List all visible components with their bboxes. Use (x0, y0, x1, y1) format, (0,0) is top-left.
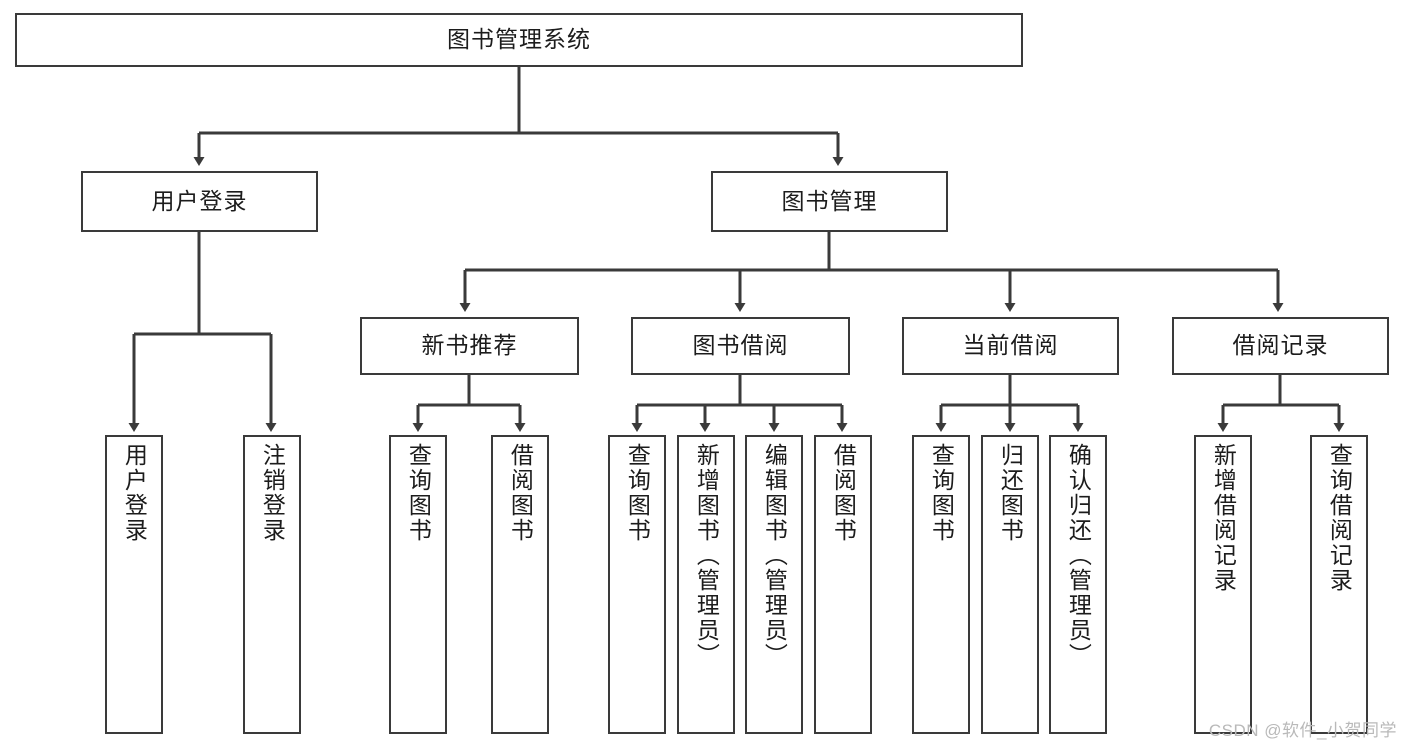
node-label: 当前借阅 (962, 332, 1059, 359)
leaf-logout[interactable]: 注销登录 (243, 435, 301, 734)
node-book-management[interactable]: 图书管理 (711, 171, 948, 232)
node-label: 图书管理系统 (447, 26, 591, 53)
node-borrow-record[interactable]: 借阅记录 (1172, 317, 1389, 375)
node-root-system[interactable]: 图书管理系统 (15, 13, 1023, 67)
leaf-label: 归还图书 (997, 443, 1024, 543)
node-label: 新书推荐 (421, 332, 518, 359)
leaf-label: 借阅图书 (830, 443, 857, 543)
node-book-borrow[interactable]: 图书借阅 (631, 317, 850, 375)
leaf-label: 确认归还（管理员） (1065, 443, 1092, 668)
leaf-query-borrow-record[interactable]: 查询借阅记录 (1310, 435, 1368, 734)
node-current-borrow[interactable]: 当前借阅 (902, 317, 1119, 375)
leaf-label: 编辑图书（管理员） (761, 443, 788, 668)
leaf-label: 新增借阅记录 (1210, 443, 1237, 593)
node-user-login[interactable]: 用户登录 (81, 171, 318, 232)
leaf-query-book-borrow[interactable]: 查询图书 (608, 435, 666, 734)
leaf-label: 借阅图书 (507, 443, 534, 543)
leaf-label: 用户登录 (121, 443, 148, 543)
leaf-add-book-admin[interactable]: 新增图书（管理员） (677, 435, 735, 734)
watermark: CSDN @软件_小贺同学 (1208, 721, 1397, 740)
node-label: 图书借阅 (692, 332, 789, 359)
leaf-edit-book-admin[interactable]: 编辑图书（管理员） (745, 435, 803, 734)
leaf-borrow-book-recommend[interactable]: 借阅图书 (491, 435, 549, 734)
leaf-label: 查询借阅记录 (1326, 443, 1353, 593)
leaf-confirm-return-admin[interactable]: 确认归还（管理员） (1049, 435, 1107, 734)
leaf-label: 查询图书 (405, 443, 432, 543)
leaf-label: 查询图书 (928, 443, 955, 543)
leaf-query-book-recommend[interactable]: 查询图书 (389, 435, 447, 734)
node-new-book-recommend[interactable]: 新书推荐 (360, 317, 579, 375)
leaf-label: 查询图书 (624, 443, 651, 543)
leaf-return-book[interactable]: 归还图书 (981, 435, 1039, 734)
leaf-label: 注销登录 (259, 443, 286, 543)
leaf-query-book-current[interactable]: 查询图书 (912, 435, 970, 734)
node-label: 借阅记录 (1232, 332, 1329, 359)
leaf-label: 新增图书（管理员） (693, 443, 720, 668)
leaf-borrow-book[interactable]: 借阅图书 (814, 435, 872, 734)
leaf-user-login[interactable]: 用户登录 (105, 435, 163, 734)
node-label: 图书管理 (781, 187, 878, 214)
node-label: 用户登录 (151, 187, 248, 214)
leaf-add-borrow-record[interactable]: 新增借阅记录 (1194, 435, 1252, 734)
